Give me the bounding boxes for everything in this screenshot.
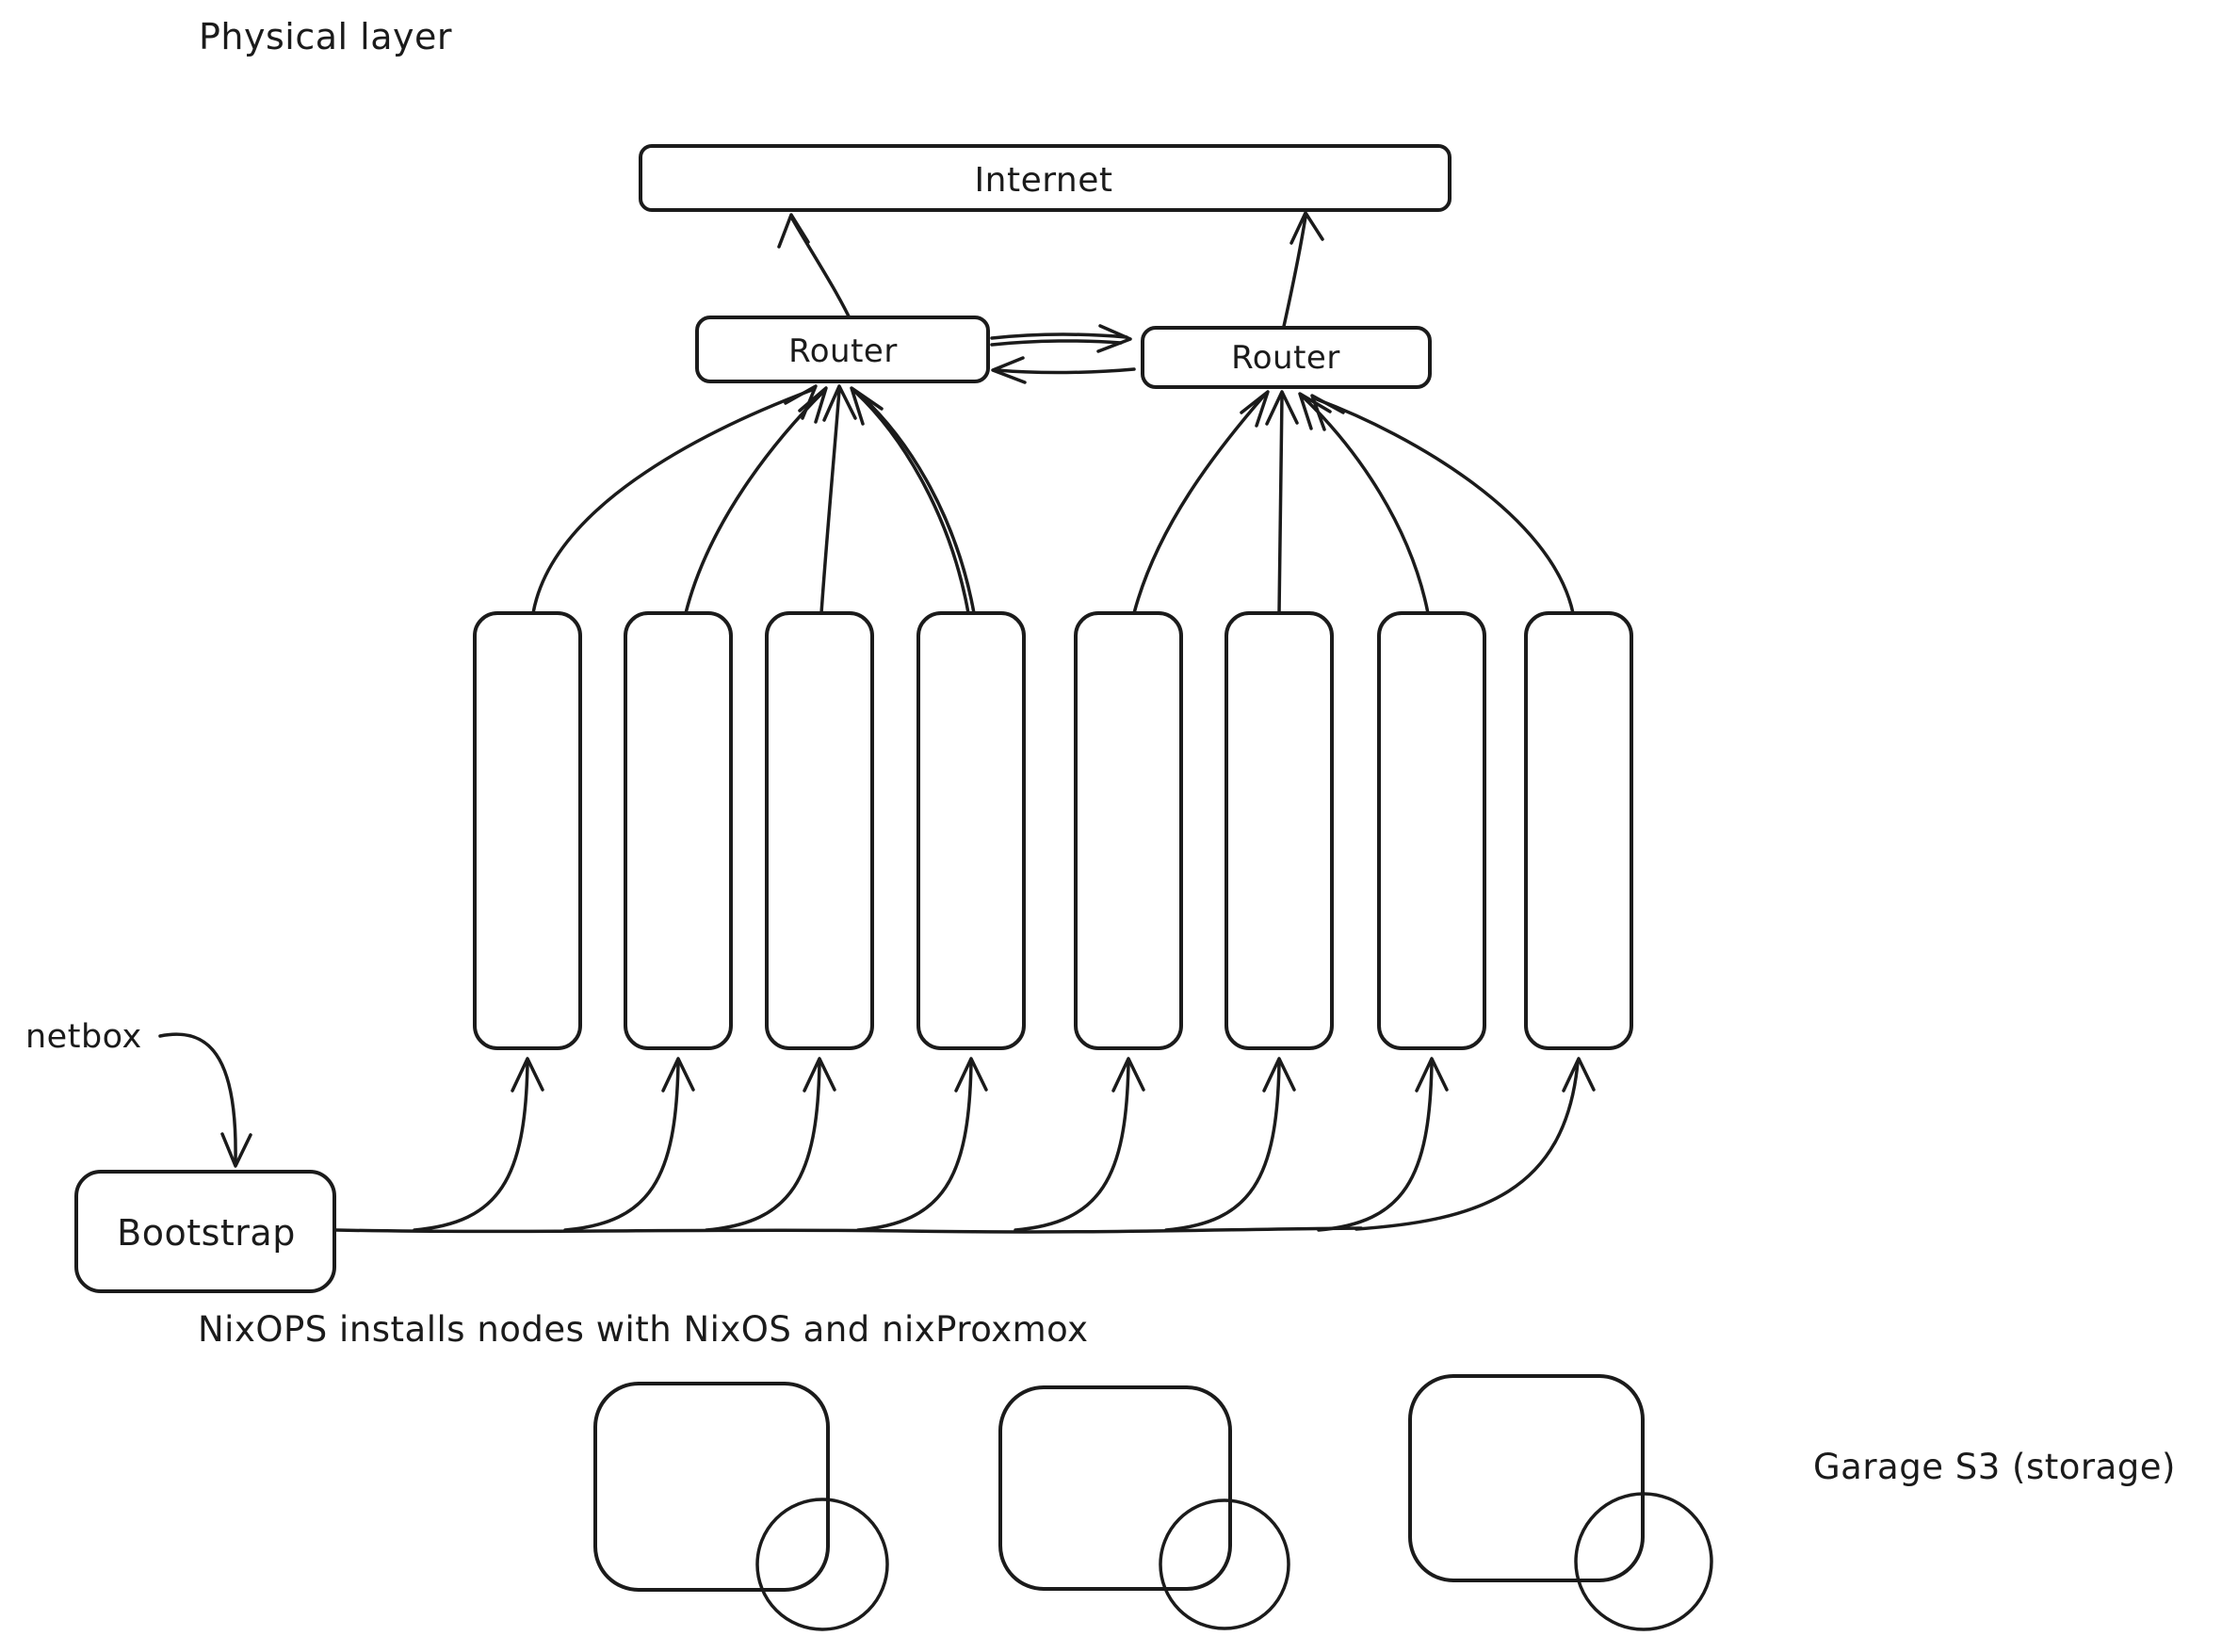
router-right-node: Router xyxy=(1141,326,1432,389)
arrowhead-left-to-right-router xyxy=(1096,324,1132,353)
server-node-1 xyxy=(473,611,582,1050)
arrowhead-node7-to-right-router xyxy=(1298,392,1332,430)
server-node-2 xyxy=(624,611,733,1050)
arrowhead-node5-to-right-router xyxy=(1240,390,1270,428)
server-nodes xyxy=(473,611,1633,1050)
netbox-label: netbox xyxy=(25,1018,142,1056)
nodes-to-right-router-connectors xyxy=(1132,390,1575,615)
bootstrap-bus-line xyxy=(334,1226,1363,1234)
router-left-label: Router xyxy=(788,332,898,370)
bootstrap-branch-arrowhead-7 xyxy=(1415,1057,1449,1093)
router-left-node: Router xyxy=(695,316,990,383)
server-node-4 xyxy=(916,611,1026,1050)
storage-square-2 xyxy=(998,1385,1232,1591)
bootstrap-branch-4 xyxy=(856,1061,973,1232)
storage-circle-1 xyxy=(755,1498,889,1631)
storage-circle-3 xyxy=(1574,1492,1713,1631)
arrow-node3-to-left-router xyxy=(819,388,841,615)
bootstrap-label: Bootstrap xyxy=(117,1212,296,1254)
arrowhead-node3-to-left-router xyxy=(822,384,857,422)
arrow-right-to-left-router xyxy=(995,367,1136,375)
nodes-to-left-router-connectors xyxy=(531,384,976,615)
storage-circle-2 xyxy=(1159,1498,1290,1630)
netbox-annotation: netbox xyxy=(25,1018,252,1168)
bootstrap-branch-arrowhead-4 xyxy=(954,1057,988,1093)
bootstrap-branch-arrowhead-1 xyxy=(511,1057,544,1093)
arrow-left-to-right-router-double xyxy=(990,339,1123,347)
arrowhead-right-router-to-internet xyxy=(1289,211,1324,245)
page-title: Physical layer xyxy=(199,16,452,57)
arrow-node5-to-right-router xyxy=(1132,394,1266,615)
netbox-arrow xyxy=(158,1032,237,1162)
bootstrap-branch-2 xyxy=(563,1061,680,1232)
arrowhead-node6-to-right-router xyxy=(1265,390,1299,426)
arrow-node4-to-left-router xyxy=(853,390,970,615)
bootstrap-node: Bootstrap xyxy=(74,1170,336,1293)
bootstrap-branch-5 xyxy=(1014,1061,1130,1232)
arrow-left-to-right-router xyxy=(990,332,1128,340)
arrow-node6-to-right-router xyxy=(1277,394,1284,615)
router-right-label: Router xyxy=(1231,339,1340,377)
internet-label: Internet xyxy=(975,161,1113,200)
internet-box xyxy=(639,144,1452,212)
storage-clusters xyxy=(593,1374,1713,1631)
arrow-right-router-to-internet xyxy=(1281,215,1307,332)
storage-label: Garage S3 (storage) xyxy=(1813,1447,2176,1487)
server-node-7 xyxy=(1377,611,1486,1050)
internet-node: Internet xyxy=(639,144,1452,212)
server-node-3 xyxy=(765,611,874,1050)
bootstrap-branch-7 xyxy=(1317,1061,1434,1232)
server-node-8 xyxy=(1524,611,1633,1050)
router-interconnect xyxy=(990,324,1136,384)
arrow-node8-to-right-router xyxy=(1315,397,1575,615)
bootstrap-branch-arrowhead-2 xyxy=(661,1057,695,1093)
arrow-node7-to-right-router xyxy=(1302,396,1430,615)
arrowhead-node2-to-left-router xyxy=(798,386,828,424)
storage-square-3 xyxy=(1408,1374,1645,1582)
bootstrap-branch-8 xyxy=(1354,1061,1580,1231)
arrowhead-node8-to-right-router xyxy=(1310,394,1345,431)
router-left-box xyxy=(695,316,990,383)
bootstrap-branch-1 xyxy=(413,1061,529,1232)
bootstrap-branch-arrowhead-8 xyxy=(1562,1057,1596,1093)
caption-text: NixOPS installs nodes with NixOS and nix… xyxy=(198,1309,1089,1350)
bootstrap-branch-3 xyxy=(705,1061,821,1232)
router-right-box xyxy=(1141,326,1432,389)
arrow-node4-to-left-router-double xyxy=(859,394,976,615)
bootstrap-branch-arrowhead-3 xyxy=(803,1057,836,1093)
router-to-internet-connectors xyxy=(777,211,1324,332)
arrow-node1-to-left-router xyxy=(531,388,814,615)
arrowhead-node4-to-left-router xyxy=(850,386,884,426)
server-node-6 xyxy=(1225,611,1334,1050)
arrow-node2-to-left-router xyxy=(684,390,825,615)
arrow-left-router-to-internet xyxy=(790,217,852,322)
netbox-arrowhead xyxy=(220,1132,252,1168)
bootstrap-bus xyxy=(334,1057,1596,1234)
server-node-5 xyxy=(1074,611,1183,1050)
arrowhead-left-router-to-internet xyxy=(777,213,810,249)
bootstrap-box xyxy=(74,1170,336,1293)
bootstrap-branch-6 xyxy=(1164,1061,1281,1232)
bootstrap-branch-arrowhead-6 xyxy=(1262,1057,1296,1093)
storage-square-1 xyxy=(593,1382,830,1592)
bootstrap-branch-arrowhead-5 xyxy=(1111,1057,1145,1093)
arrowhead-right-to-left-router xyxy=(991,356,1027,384)
